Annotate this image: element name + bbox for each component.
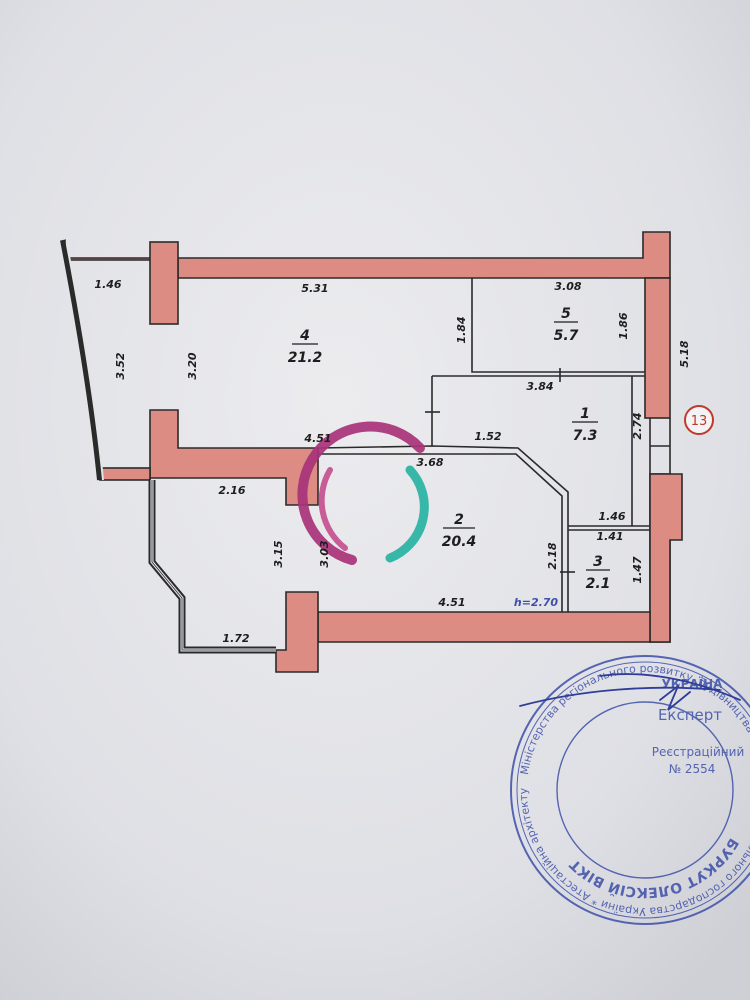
dimension-labels: 1.46 5.31 3.08 1.86 1.84 5.18 3.52 3.20 … xyxy=(94,278,691,645)
dim-ceiling-height: h=2.70 xyxy=(514,596,559,609)
room-5-label: 5 5.7 xyxy=(554,306,579,344)
dim-room4-width: 5.31 xyxy=(301,282,328,295)
dim-room3-height: 1.47 xyxy=(631,556,644,583)
walls xyxy=(64,231,683,673)
partition-lines xyxy=(149,278,650,612)
room-1-label: 1 7.3 xyxy=(572,406,598,444)
bay-window xyxy=(148,480,276,654)
room-2-number: 2 xyxy=(454,512,464,528)
dim-diagonal: 3.68 xyxy=(416,456,443,469)
dim-outer-right: 5.18 xyxy=(678,340,691,367)
dim-room4-right-height: 1.84 xyxy=(455,316,468,343)
dim-room1-height: 2.74 xyxy=(631,412,644,439)
dim-corridor-mid: 1.52 xyxy=(474,430,501,443)
stamp-registration-label: Реєстраційний xyxy=(652,745,745,759)
room-5-number: 5 xyxy=(561,306,571,322)
dim-room1-width: 3.84 xyxy=(526,380,553,393)
marker-number: 13 xyxy=(691,414,708,429)
dim-hall-right-height: 2.18 xyxy=(546,542,559,569)
dim-room3-width: 1.41 xyxy=(596,530,623,543)
dim-hall-height: 3.03 xyxy=(318,540,331,567)
curved-balcony xyxy=(60,239,104,481)
right-notch xyxy=(649,418,671,474)
dim-balcony-top: 1.46 xyxy=(94,278,121,291)
circular-swirl-logo xyxy=(297,421,429,565)
dim-bottom-width: 4.51 xyxy=(437,596,465,609)
dim-balcony2-width: 1.72 xyxy=(222,632,249,645)
dim-room5-height: 1.86 xyxy=(617,312,630,339)
signature-scribble xyxy=(519,673,741,711)
room-4-number: 4 xyxy=(299,328,310,344)
room-4-area: 21.2 xyxy=(288,350,323,366)
dim-left-room-height: 3.15 xyxy=(272,540,285,567)
room-3-number: 3 xyxy=(593,554,603,570)
room-2-label: 2 20.4 xyxy=(442,512,477,550)
dim-corridor-top: 4.51 xyxy=(303,432,331,445)
stamp-registration-number: № 2554 xyxy=(669,762,716,776)
dim-balcony-height: 3.52 xyxy=(114,352,127,379)
building-marker: 13 xyxy=(684,405,714,435)
room-3-area: 2.1 xyxy=(586,576,611,592)
room-4-label: 4 21.2 xyxy=(288,328,323,366)
room-2-area: 20.4 xyxy=(442,534,477,550)
dim-room5-width: 3.08 xyxy=(554,280,581,293)
room-1-area: 7.3 xyxy=(573,428,598,444)
room-3-label: 3 2.1 xyxy=(586,554,611,592)
room-labels: 4 21.2 5 5.7 1 7.3 2 20.4 3 2.1 xyxy=(288,306,611,592)
dim-room4-height: 3.20 xyxy=(186,352,199,379)
stamp-title: Експерт xyxy=(658,706,722,724)
dim-room3-top: 1.46 xyxy=(598,510,625,523)
dim-left-room-width: 2.16 xyxy=(218,484,245,497)
room-1-number: 1 xyxy=(580,406,590,422)
room-5-area: 5.7 xyxy=(554,328,579,344)
